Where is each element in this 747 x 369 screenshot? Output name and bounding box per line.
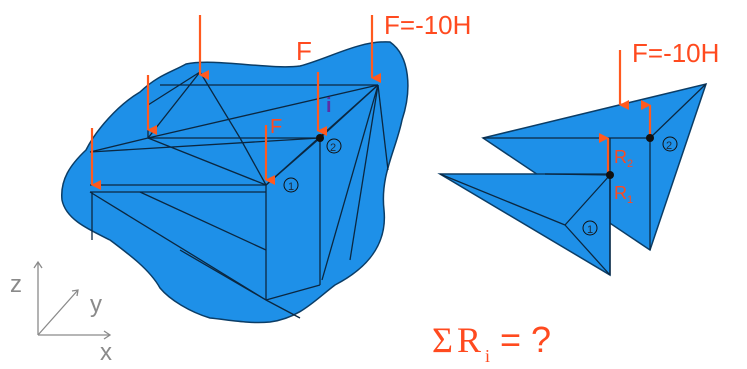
svg-text:2: 2 [666,140,672,152]
node-dot-icon [646,134,654,142]
svg-text:R: R [614,183,627,203]
force-label: F [296,36,312,66]
axis-x-label: x [100,339,112,366]
left-force-arrows [90,15,381,190]
axes-icon [33,260,112,340]
axis-z-label: z [10,271,22,298]
force-value-label-right: F=-10H [632,38,719,68]
svg-text:2: 2 [330,142,336,154]
svg-text:1: 1 [627,194,633,206]
node-2-marker: 2 [326,138,342,154]
svg-text:R: R [614,147,627,167]
svg-text:= ?: = ? [500,319,551,360]
force-value-label: F=-10H [384,10,471,40]
svg-text:i: i [485,346,490,366]
svg-text:2: 2 [627,158,633,170]
node-dot-icon [606,171,614,179]
node-1-marker: 1 [283,177,299,193]
right-detail: F=-10H R 2 R 1 2 1 [437,38,719,277]
right-mesh [439,83,707,276]
right-node-1-marker: 1 [582,220,598,236]
axis-y-label: y [90,291,102,318]
svg-text:1: 1 [587,224,593,236]
left-body: F F F=-10H i 2 1 [61,10,471,324]
reaction-r2-label: R 2 [614,147,633,170]
svg-text:1: 1 [288,181,294,193]
svg-text:R: R [457,320,481,360]
reaction-r1-label: R 1 [614,183,633,206]
right-node-2-marker: 2 [662,136,678,152]
node-dot-icon [316,134,324,142]
force-label-node: F [270,116,282,138]
node-i-label: i [326,95,332,117]
svg-text:Σ: Σ [432,320,453,360]
sum-equation: Σ R i = ? [432,319,551,366]
